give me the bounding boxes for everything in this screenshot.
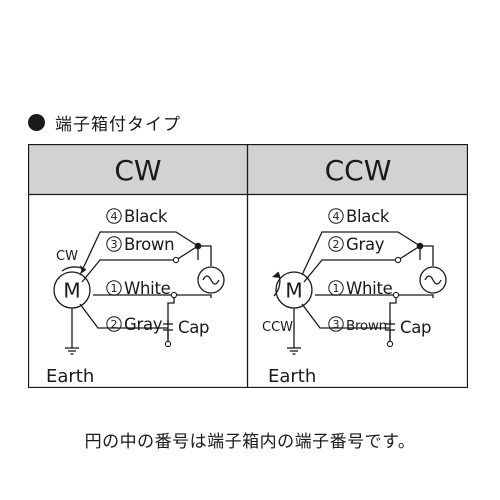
filled-circle-icon xyxy=(28,114,45,131)
switch-common-terminal xyxy=(194,242,202,250)
switch-common-terminal xyxy=(416,242,424,250)
svg-text:Gray: Gray xyxy=(124,315,163,334)
svg-text:Black: Black xyxy=(346,207,390,226)
svg-text:White: White xyxy=(124,279,171,298)
earth-label: Earth xyxy=(46,366,94,387)
cw-header: CW xyxy=(114,154,161,187)
ccw-header-cell xyxy=(248,144,468,195)
svg-text:White: White xyxy=(346,279,393,298)
svg-text:2: 2 xyxy=(111,318,118,331)
wiring-table-svg: CW CCW M CW Earth Ca xyxy=(28,144,468,388)
svg-text:3: 3 xyxy=(111,238,118,251)
sine-wave-icon xyxy=(424,275,442,285)
svg-text:Brown: Brown xyxy=(124,235,174,254)
terminal xyxy=(170,291,178,299)
wire-label: 1 White xyxy=(328,279,393,298)
terminal xyxy=(164,340,172,348)
wiring-table: CW CCW M CW Earth Ca xyxy=(28,144,468,388)
terminal xyxy=(172,256,180,264)
svg-text:Gray: Gray xyxy=(346,235,385,254)
terminal xyxy=(386,340,394,348)
svg-text:3: 3 xyxy=(333,318,340,331)
wire-label: 2 Gray xyxy=(328,235,385,254)
svg-text:2: 2 xyxy=(333,238,340,251)
footer-note: 円の中の番号は端子箱内の端子番号です。 xyxy=(84,432,416,452)
cw-diagram: M CW Earth Cap 4 Black 3 Brown 1 White 2 xyxy=(46,207,225,387)
svg-text:4: 4 xyxy=(333,210,340,223)
wire-label: 1 White xyxy=(106,279,171,298)
direction-label: CCW xyxy=(262,320,293,335)
section-title: 端子箱付タイプ xyxy=(55,115,181,135)
svg-text:4: 4 xyxy=(111,210,118,223)
wire-label: 3 Brown xyxy=(106,235,175,254)
cap-label: Cap xyxy=(400,318,431,337)
wire-label: 3 Brown xyxy=(328,316,387,334)
sine-wave-icon xyxy=(202,275,220,285)
earth-label: Earth xyxy=(268,366,316,387)
wire-label: 4 Black xyxy=(106,207,168,226)
svg-text:1: 1 xyxy=(333,282,340,295)
terminal xyxy=(392,291,400,299)
ccw-diagram: M CCW Earth Cap 4 Black 2 Gray 1 White 3… xyxy=(262,207,447,387)
motor-label: M xyxy=(285,279,302,303)
wire-label: 2 Gray xyxy=(106,315,163,334)
ccw-header: CCW xyxy=(325,154,392,187)
svg-text:1: 1 xyxy=(111,282,118,295)
motor-label: M xyxy=(63,279,80,303)
ac-source-icon xyxy=(197,266,225,294)
cw-header-cell xyxy=(28,144,248,195)
terminal xyxy=(394,256,402,264)
svg-text:Black: Black xyxy=(124,207,168,226)
ac-source-icon xyxy=(419,266,447,294)
wire-label: 4 Black xyxy=(328,207,390,226)
direction-label: CW xyxy=(56,249,78,264)
cap-label: Cap xyxy=(178,318,209,337)
section-heading: 端子箱付タイプ xyxy=(28,110,181,135)
svg-text:Brown: Brown xyxy=(346,318,387,334)
rotation-arrow-icon xyxy=(273,271,281,297)
